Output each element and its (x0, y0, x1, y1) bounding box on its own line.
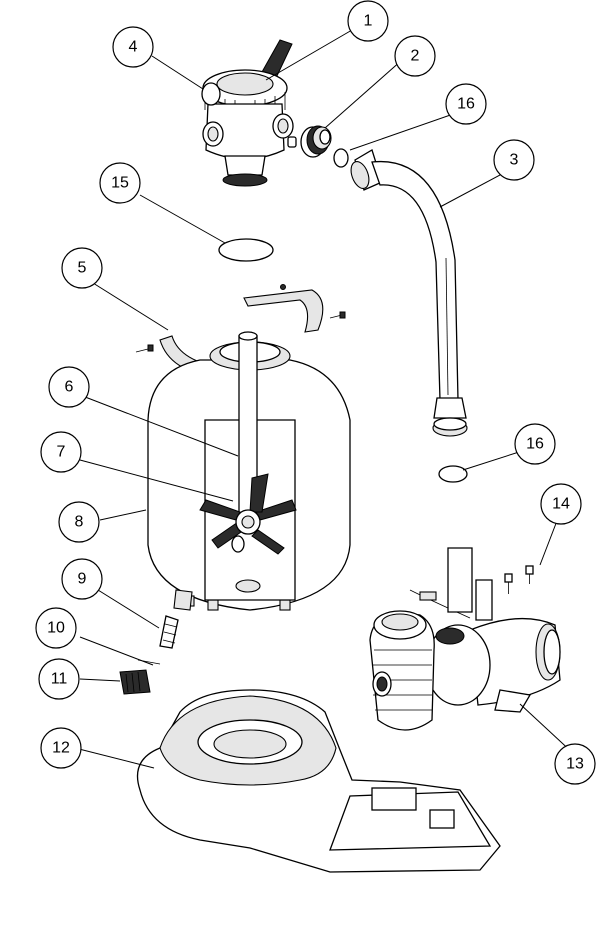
multiport-valve (201, 39, 297, 187)
callout-5-label: 5 (78, 260, 87, 277)
hose (350, 149, 468, 437)
callout-16-upper: 16 (445, 83, 487, 125)
callout-12-label: 12 (52, 740, 70, 757)
laterals (199, 473, 297, 555)
callout-9-label: 9 (78, 571, 87, 588)
o-ring-lower (438, 465, 468, 483)
callout-15: 15 (99, 162, 141, 204)
callout-3: 3 (493, 139, 535, 181)
drain-port (159, 589, 193, 649)
callout-10: 10 (35, 607, 77, 649)
callout-8: 8 (58, 501, 100, 543)
callout-1: 1 (347, 0, 389, 42)
callout-2: 2 (394, 35, 436, 77)
callout-7: 7 (40, 431, 82, 473)
standpipe (238, 331, 258, 517)
callout-14-label: 14 (552, 496, 570, 513)
filter-base (136, 689, 501, 873)
callout-7-label: 7 (57, 444, 66, 461)
callout-14: 14 (540, 483, 582, 525)
tank-o-ring (218, 238, 274, 262)
callout-2-label: 2 (411, 48, 420, 65)
callout-16-lower: 16 (514, 423, 556, 465)
callout-11: 11 (38, 658, 80, 700)
callout-6: 6 (48, 366, 90, 408)
callout-10-label: 10 (47, 620, 65, 637)
callout-5: 5 (61, 247, 103, 289)
callout-8-label: 8 (75, 514, 84, 531)
pump (369, 547, 561, 731)
callout-4-label: 4 (129, 39, 138, 56)
callout-4: 4 (112, 26, 154, 68)
screws (504, 565, 534, 594)
o-ring-upper (333, 148, 349, 168)
union-adapter (300, 125, 332, 158)
callout-6-label: 6 (65, 379, 74, 396)
callout-11-label: 11 (51, 671, 68, 688)
callout-13: 13 (554, 743, 596, 785)
callout-12: 12 (40, 727, 82, 769)
callout-1-label: 1 (364, 13, 373, 30)
callout-15-label: 15 (111, 175, 129, 192)
callout-16-upper-label: 16 (457, 96, 475, 113)
callout-3-label: 3 (510, 152, 519, 169)
leader-lines (78, 29, 576, 769)
callout-16-lower-label: 16 (526, 436, 544, 453)
callout-13-label: 13 (566, 756, 584, 773)
drain-cap (119, 669, 151, 695)
callout-9: 9 (61, 558, 103, 600)
